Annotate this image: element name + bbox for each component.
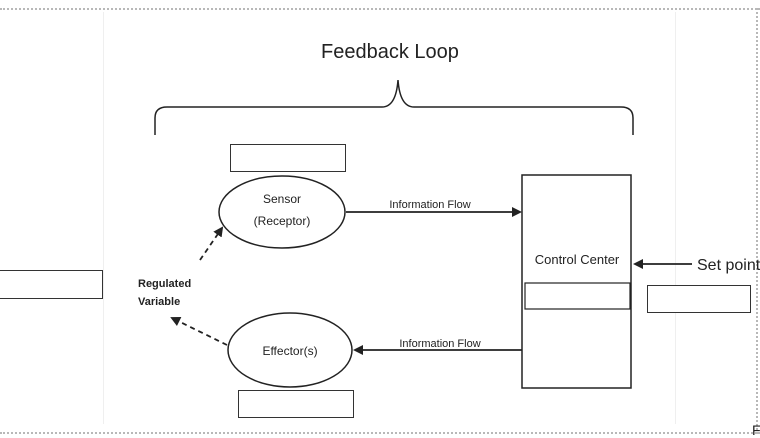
info-flow-bottom-label: Information Flow <box>399 338 480 350</box>
blank-box-effector[interactable] <box>238 390 354 418</box>
sensor-label-line2: (Receptor) <box>254 214 311 228</box>
blank-box-left[interactable] <box>0 270 103 299</box>
effector-ellipse <box>227 312 353 388</box>
right-dotted-border <box>756 8 758 434</box>
effector-label: Effector(s) <box>262 344 317 358</box>
blank-box-set-point[interactable] <box>647 285 751 313</box>
right-faint-guide <box>675 12 676 424</box>
top-dotted-border <box>0 8 760 10</box>
dashed-arrow-from-effector <box>170 317 228 346</box>
info-flow-top-label: Information Flow <box>389 199 470 211</box>
left-faint-guide <box>103 12 104 424</box>
sensor-label-line1: Sensor <box>263 192 301 206</box>
blank-box-sensor[interactable] <box>230 144 346 172</box>
control-center-box <box>521 174 632 389</box>
regulated-variable-line1: Regulated <box>138 278 191 290</box>
set-point-label: Set point <box>697 257 760 274</box>
bottom-dotted-border <box>0 432 760 434</box>
control-center-label: Control Center <box>535 252 620 267</box>
regulated-variable-line2: Variable <box>138 296 180 308</box>
corner-glyph: F <box>752 422 760 438</box>
diagram-title: Feedback Loop <box>321 41 459 63</box>
sensor-ellipse <box>218 175 346 249</box>
dashed-arrow-to-sensor <box>199 226 224 261</box>
blank-box-control-center[interactable] <box>524 282 631 310</box>
feedback-loop-brace <box>154 79 634 135</box>
